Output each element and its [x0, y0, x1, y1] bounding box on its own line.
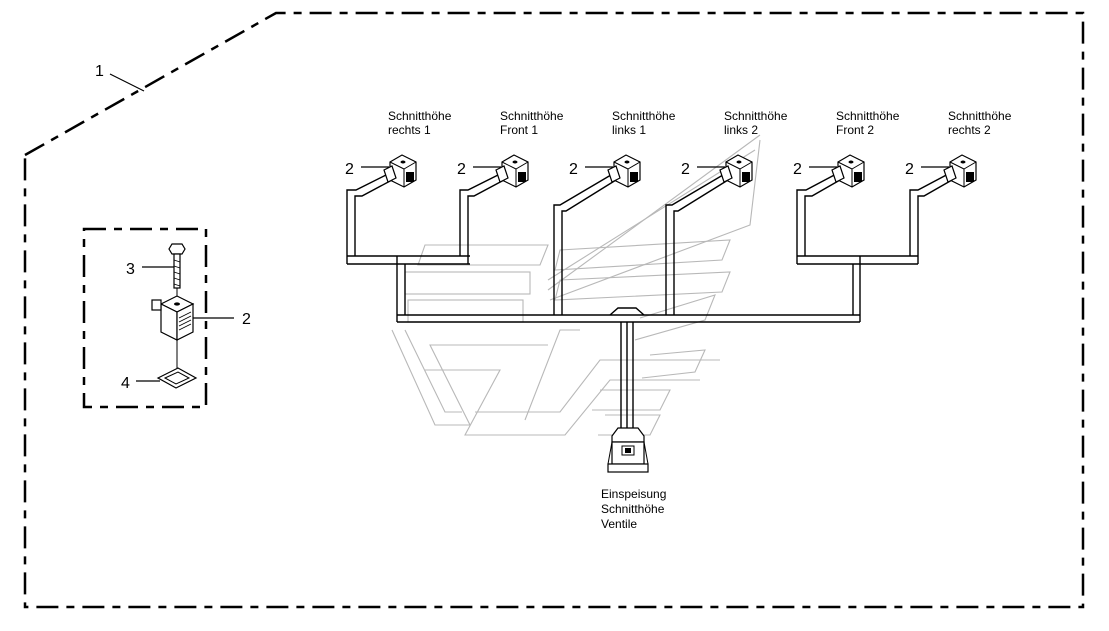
- callout-3-number: 3: [126, 261, 135, 278]
- machine-ghost-outline: [391, 134, 761, 436]
- feed-label-line3: Ventile: [601, 517, 637, 531]
- valve-labels: Schnitthöhe rechts 1 Schnitthöhe Front 1…: [388, 109, 1012, 137]
- valve-connector-6: [943, 154, 977, 188]
- valve-label-5-line2: Front 2: [836, 123, 874, 137]
- valve-label-3-line1: Schnitthöhe: [612, 109, 676, 123]
- valve-4-callout-number: 2: [681, 161, 690, 178]
- valve-label-6-line1: Schnitthöhe: [948, 109, 1012, 123]
- valve-5-callout-number: 2: [793, 161, 802, 178]
- feed-plug-connector: [607, 427, 649, 473]
- valve-connector-5: [831, 154, 865, 188]
- seal-part: [156, 367, 198, 389]
- valve-2-callout-number: 2: [457, 161, 466, 178]
- feed-label: Einspeisung Schnitthöhe Ventile: [601, 487, 666, 531]
- detail-box: [82, 227, 208, 409]
- valve-callouts: 2 2 2 2 2 2: [345, 161, 949, 178]
- feed-label-line2: Schnitthöhe: [601, 502, 665, 516]
- callout-1-number: 1: [95, 63, 104, 80]
- screw-part: [168, 243, 186, 289]
- valve-label-5-line1: Schnitthöhe: [836, 109, 900, 123]
- connector-part-detail: [151, 288, 195, 368]
- valve-label-2-line1: Schnitthöhe: [500, 109, 564, 123]
- callout-1-leader: [109, 73, 145, 92]
- valve-connector-4: [719, 154, 753, 188]
- valve-label-4-line1: Schnitthöhe: [724, 109, 788, 123]
- valve-label-1-line2: rechts 1: [388, 123, 431, 137]
- valve-label-1-line1: Schnitthöhe: [388, 109, 452, 123]
- feed-label-line1: Einspeisung: [601, 487, 666, 501]
- valve-label-6-line2: rechts 2: [948, 123, 991, 137]
- valve-label-3-line2: links 1: [612, 123, 646, 137]
- valve-6-callout-number: 2: [905, 161, 914, 178]
- assembly-boundary: [23, 11, 1085, 609]
- valve-label-2-line2: Front 1: [500, 123, 538, 137]
- valve-connector-1: [383, 154, 417, 188]
- callout-4-number: 4: [121, 375, 130, 392]
- callout-2-detail-number: 2: [242, 311, 251, 328]
- valve-connector-2: [495, 154, 529, 188]
- valve-1-callout-number: 2: [345, 161, 354, 178]
- valve-3-callout-number: 2: [569, 161, 578, 178]
- valve-connector-3: [607, 154, 641, 188]
- valve-label-4-line2: links 2: [724, 123, 758, 137]
- harness-wiring: [346, 171, 953, 428]
